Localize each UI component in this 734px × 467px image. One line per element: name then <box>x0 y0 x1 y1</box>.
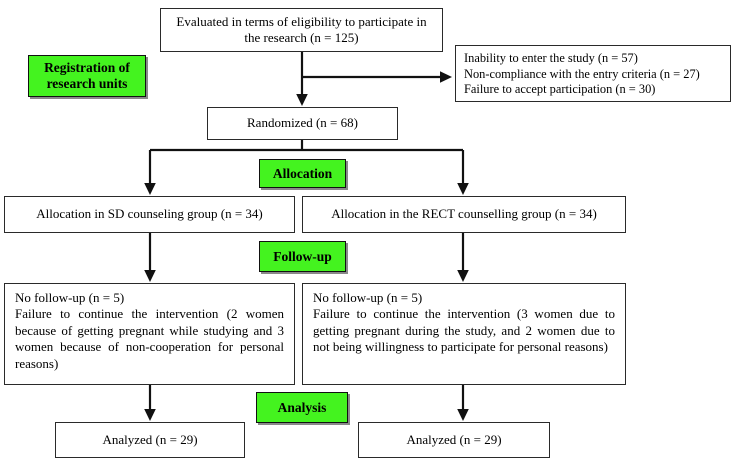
exclusion-line: Non-compliance with the entry criteria (… <box>464 66 700 81</box>
evaluated-text: Evaluated in terms of eligibility to par… <box>176 13 427 45</box>
randomized-text: Randomized (n = 68) <box>247 115 358 131</box>
followup-stage-box: Follow-up <box>259 241 346 272</box>
followup-right-line1: No follow-up (n = 5) <box>313 290 423 305</box>
analyzed-right-box: Analyzed (n = 29) <box>358 422 550 458</box>
arrow-to-analyzed-left <box>144 385 156 421</box>
arrow-to-followup-right <box>457 233 469 282</box>
allocation-right-box: Allocation in the RECT counselling group… <box>302 196 626 233</box>
allocation-left-box: Allocation in SD counseling group (n = 3… <box>4 196 295 233</box>
arrow-to-exclusion <box>302 71 452 83</box>
arrow-to-followup-left <box>144 233 156 282</box>
allocation-stage-label: Allocation <box>272 165 333 181</box>
followup-stage-label: Follow-up <box>273 248 332 264</box>
arrow-to-allocation-left <box>144 150 156 195</box>
analyzed-right-text: Analyzed (n = 29) <box>406 431 502 447</box>
arrow-to-allocation-right <box>457 150 469 195</box>
analysis-stage-label: Analysis <box>277 399 327 415</box>
exclusion-line: Failure to accept participation (n = 30) <box>464 82 656 97</box>
followup-right-box: No follow-up (n = 5) Failure to continue… <box>302 283 626 385</box>
followup-right-line2: Failure to continue the intervention (3 … <box>313 306 615 355</box>
randomized-box: Randomized (n = 68) <box>207 107 398 140</box>
allocation-left-text: Allocation in SD counseling group (n = 3… <box>36 206 263 222</box>
analyzed-left-box: Analyzed (n = 29) <box>55 422 245 458</box>
exclusion-box: Inability to enter the study (n = 57) No… <box>455 45 731 102</box>
analysis-stage-box: Analysis <box>256 392 348 423</box>
allocation-right-text: Allocation in the RECT counselling group… <box>331 206 597 222</box>
followup-left-line2: Failure to continue the intervention (2 … <box>15 306 284 371</box>
arrow-to-analyzed-right <box>457 385 469 421</box>
registration-stage-box: Registration of research units <box>28 55 146 97</box>
registration-label: Registration of research units <box>44 60 130 91</box>
analyzed-left-text: Analyzed (n = 29) <box>102 431 198 447</box>
evaluated-box: Evaluated in terms of eligibility to par… <box>160 8 443 52</box>
exclusion-line: Inability to enter the study (n = 57) <box>464 51 638 65</box>
allocation-stage-box: Allocation <box>259 159 346 188</box>
connector-randomized-split <box>150 140 463 152</box>
followup-left-box: No follow-up (n = 5) Failure to continue… <box>4 283 295 385</box>
arrow-evaluated-to-randomized <box>296 52 308 106</box>
followup-left-line1: No follow-up (n = 5) <box>15 290 125 305</box>
